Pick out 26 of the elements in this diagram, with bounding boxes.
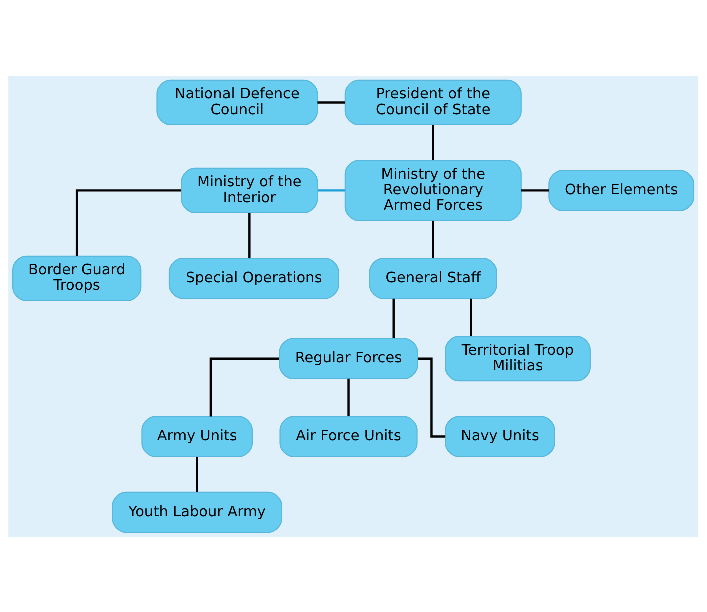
node-box: Ministry of the Interior [181,167,318,214]
node-box: Army Units [142,416,253,457]
connector [210,357,280,416]
node-box: Youth Labour Army [112,491,283,533]
node-box: National Defence Council [156,79,318,126]
node-box: Special Operations [168,258,340,299]
connector [432,124,434,160]
node-box: Ministry of the Revolutionary Armed Forces [344,160,522,221]
node-box: General Staff [369,258,498,299]
node-box: Navy Units [445,416,556,457]
node-box: Regular Forces [279,338,418,379]
connector [521,189,550,192]
connector [76,189,182,256]
node-box: President of the Council of State [344,79,522,126]
connector [318,101,346,104]
connector [348,378,350,416]
node-box: Territorial Troop Militias [445,336,591,382]
connector [196,456,198,492]
connector [432,220,434,258]
connector [470,298,472,336]
connector [318,189,346,192]
connector [392,298,395,338]
node-box: Air Force Units [280,416,418,457]
connector [248,212,251,258]
node-box: Border Guard Troops [12,255,142,301]
node-box: Other Elements [548,170,695,211]
